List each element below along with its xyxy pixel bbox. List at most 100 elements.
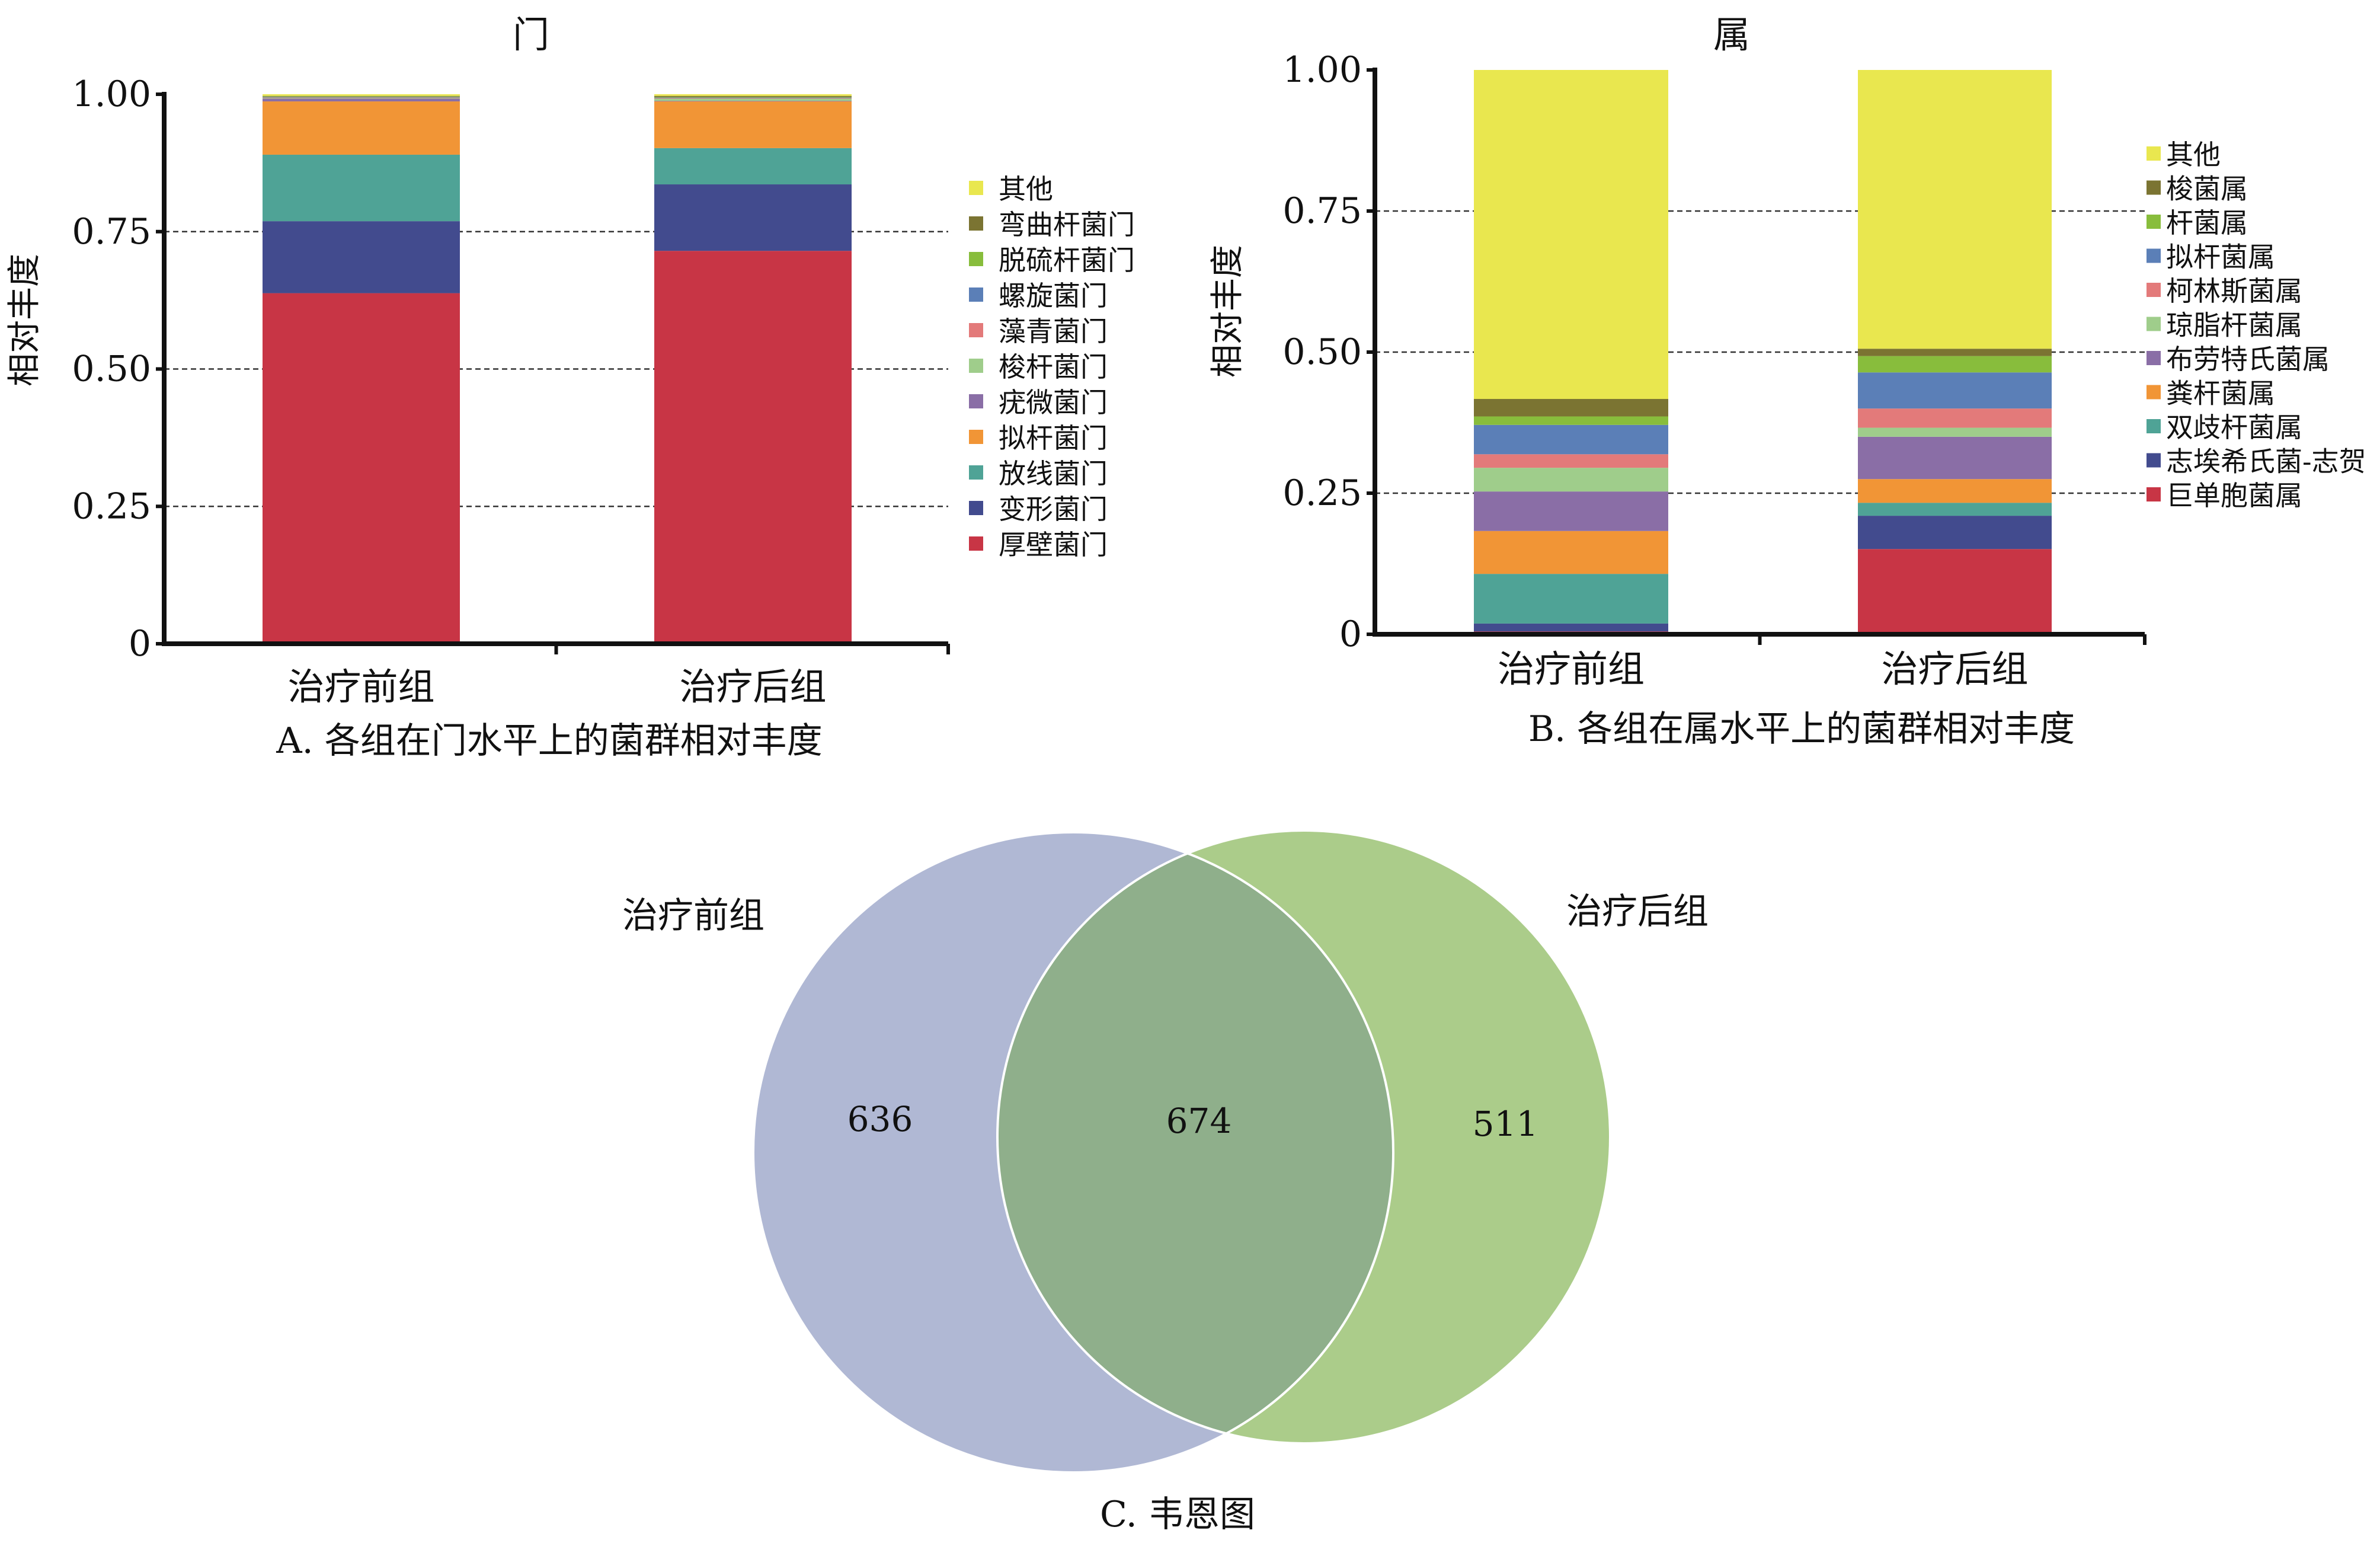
legend-label: 琼脂杆菌属 [2166,309,2302,341]
bar-segment-0-2 [263,154,460,222]
legend-swatch [2147,453,2161,468]
bar-segment-1-3 [654,101,852,148]
legend-label: 柯林斯菌属 [2166,275,2302,307]
legend-label: 变形菌门 [999,493,1108,525]
x-tick-label: 治疗前组 [287,665,434,708]
y-tick-label: 1.00 [72,74,151,115]
legend-label: 布劳特氏菌属 [2166,343,2330,375]
legend-swatch [969,287,983,302]
legend-swatch [969,216,983,231]
legend-swatch [969,323,983,337]
legend-label: 脱硫杆菌门 [999,244,1135,276]
venn-intersection [997,832,1393,1443]
venn-outline-after [996,829,1611,1445]
legend-swatch [969,430,983,444]
legend-swatch [969,359,983,373]
y-tick-label: 0 [1339,614,1362,655]
y-tick-label: 0.75 [1282,190,1362,232]
y-tick-label: 0.50 [1282,331,1362,373]
legend-label: 厚壁菌门 [999,529,1108,561]
legend-label: 巨单胞菌属 [2166,480,2302,512]
legend-label: 拟杆菌属 [2166,241,2275,273]
legend-label: 拟杆菌门 [999,422,1108,454]
bar-segment-1-0 [654,251,852,644]
legend-swatch [2147,419,2161,433]
legend-swatch [2147,180,2161,195]
bar-segment-0-8 [1474,416,1668,425]
legend-label: 弯曲杆菌门 [999,209,1135,241]
bar-segment-1-8 [654,97,852,98]
y-tick-label: 0.25 [1282,472,1362,514]
bar-segment-1-7 [1858,372,2052,409]
legend-swatch [969,501,983,515]
legend-label: 螺旋菌门 [999,280,1108,312]
bar-segment-0-7 [263,97,460,98]
y-axis-label: 相对丰度 [5,254,44,386]
bar-segment-1-4 [1858,436,2052,480]
venn-count-shared: 674 [1166,1101,1232,1141]
x-tick-label: 治疗后组 [679,665,826,708]
venn-outline-before [752,831,1394,1474]
panel-caption: A. 各组在门水平上的菌群相对丰度 [276,720,822,762]
bar-segment-1-9 [1858,349,2052,356]
bar-segment-0-6 [1474,454,1668,468]
bar-segment-1-2 [654,148,852,185]
y-tick-label: 0.75 [72,211,151,253]
bar-segment-1-8 [1858,356,2052,373]
bar-segment-0-0 [263,293,460,644]
legend-swatch [2147,487,2161,501]
chart-title: 门 [513,13,549,56]
bar-segment-0-1 [263,221,460,293]
legend-swatch [969,394,983,408]
legend-label: 梭菌属 [2166,173,2248,205]
legend-label: 藻青菌门 [999,315,1108,347]
bar-segment-1-5 [1858,427,2052,437]
legend-swatch [2147,215,2161,229]
venn-set-label: 治疗后组 [1566,891,1709,932]
bar-segment-1-6 [1858,408,2052,428]
y-axis-label: 相对丰度 [1208,245,1247,378]
bar-segment-0-1 [1474,623,1668,632]
legend-label: 梭杆菌门 [999,351,1108,383]
legend-swatch [2147,385,2161,400]
y-tick-label: 0 [129,623,151,665]
legend-label: 疣微菌门 [999,386,1108,418]
bar-segment-0-3 [1474,531,1668,574]
y-tick-label: 0.25 [72,485,151,527]
bar-segment-1-10 [654,94,852,96]
legend-label: 杆菌属 [2166,207,2248,239]
y-tick-label: 0.50 [72,349,151,390]
bar-segment-1-1 [654,184,852,251]
legend-label: 其他 [999,173,1053,205]
legend-swatch [2147,351,2161,365]
venn-count-left: 636 [847,1099,913,1139]
bar-segment-1-1 [1858,516,2052,550]
bar-segment-1-5 [654,98,852,101]
bar-segment-0-4 [1474,491,1668,531]
bar-segment-0-3 [263,101,460,155]
bar-segment-1-9 [654,95,852,97]
panel-caption: B. 各组在属水平上的菌群相对丰度 [1528,708,2075,750]
legend-swatch [2147,317,2161,331]
bar-segment-1-3 [1858,479,2052,503]
bar-segment-0-9 [1474,399,1668,417]
bar-segment-1-10 [1858,70,2052,349]
bar-segment-0-4 [263,98,460,102]
legend-swatch [969,181,983,195]
legend: 其他梭菌属杆菌属拟杆菌属柯林斯菌属琼脂杆菌属布劳特氏菌属粪杆菌属双歧杆菌属志埃希… [2147,139,2366,512]
bar-segment-1-2 [1858,503,2052,516]
stacked-bar-chart-genus: 属治疗前组治疗后组00.250.500.751.00相对丰度B. 各组在属水平上… [1208,13,2366,750]
legend-label: 志埃希氏菌-志贺 [2166,446,2366,478]
bar-segment-0-10 [1474,70,1668,400]
legend-label: 粪杆菌属 [2166,378,2275,410]
x-tick-label: 治疗后组 [1881,647,2028,691]
x-tick-label: 治疗前组 [1498,647,1645,691]
bar-segment-1-0 [1858,549,2052,634]
bar-segment-0-9 [263,95,460,97]
legend-label: 放线菌门 [999,458,1108,490]
legend-swatch [969,252,983,266]
legend-swatch [2147,283,2161,297]
panel-caption: C. 韦恩图 [1100,1494,1255,1535]
